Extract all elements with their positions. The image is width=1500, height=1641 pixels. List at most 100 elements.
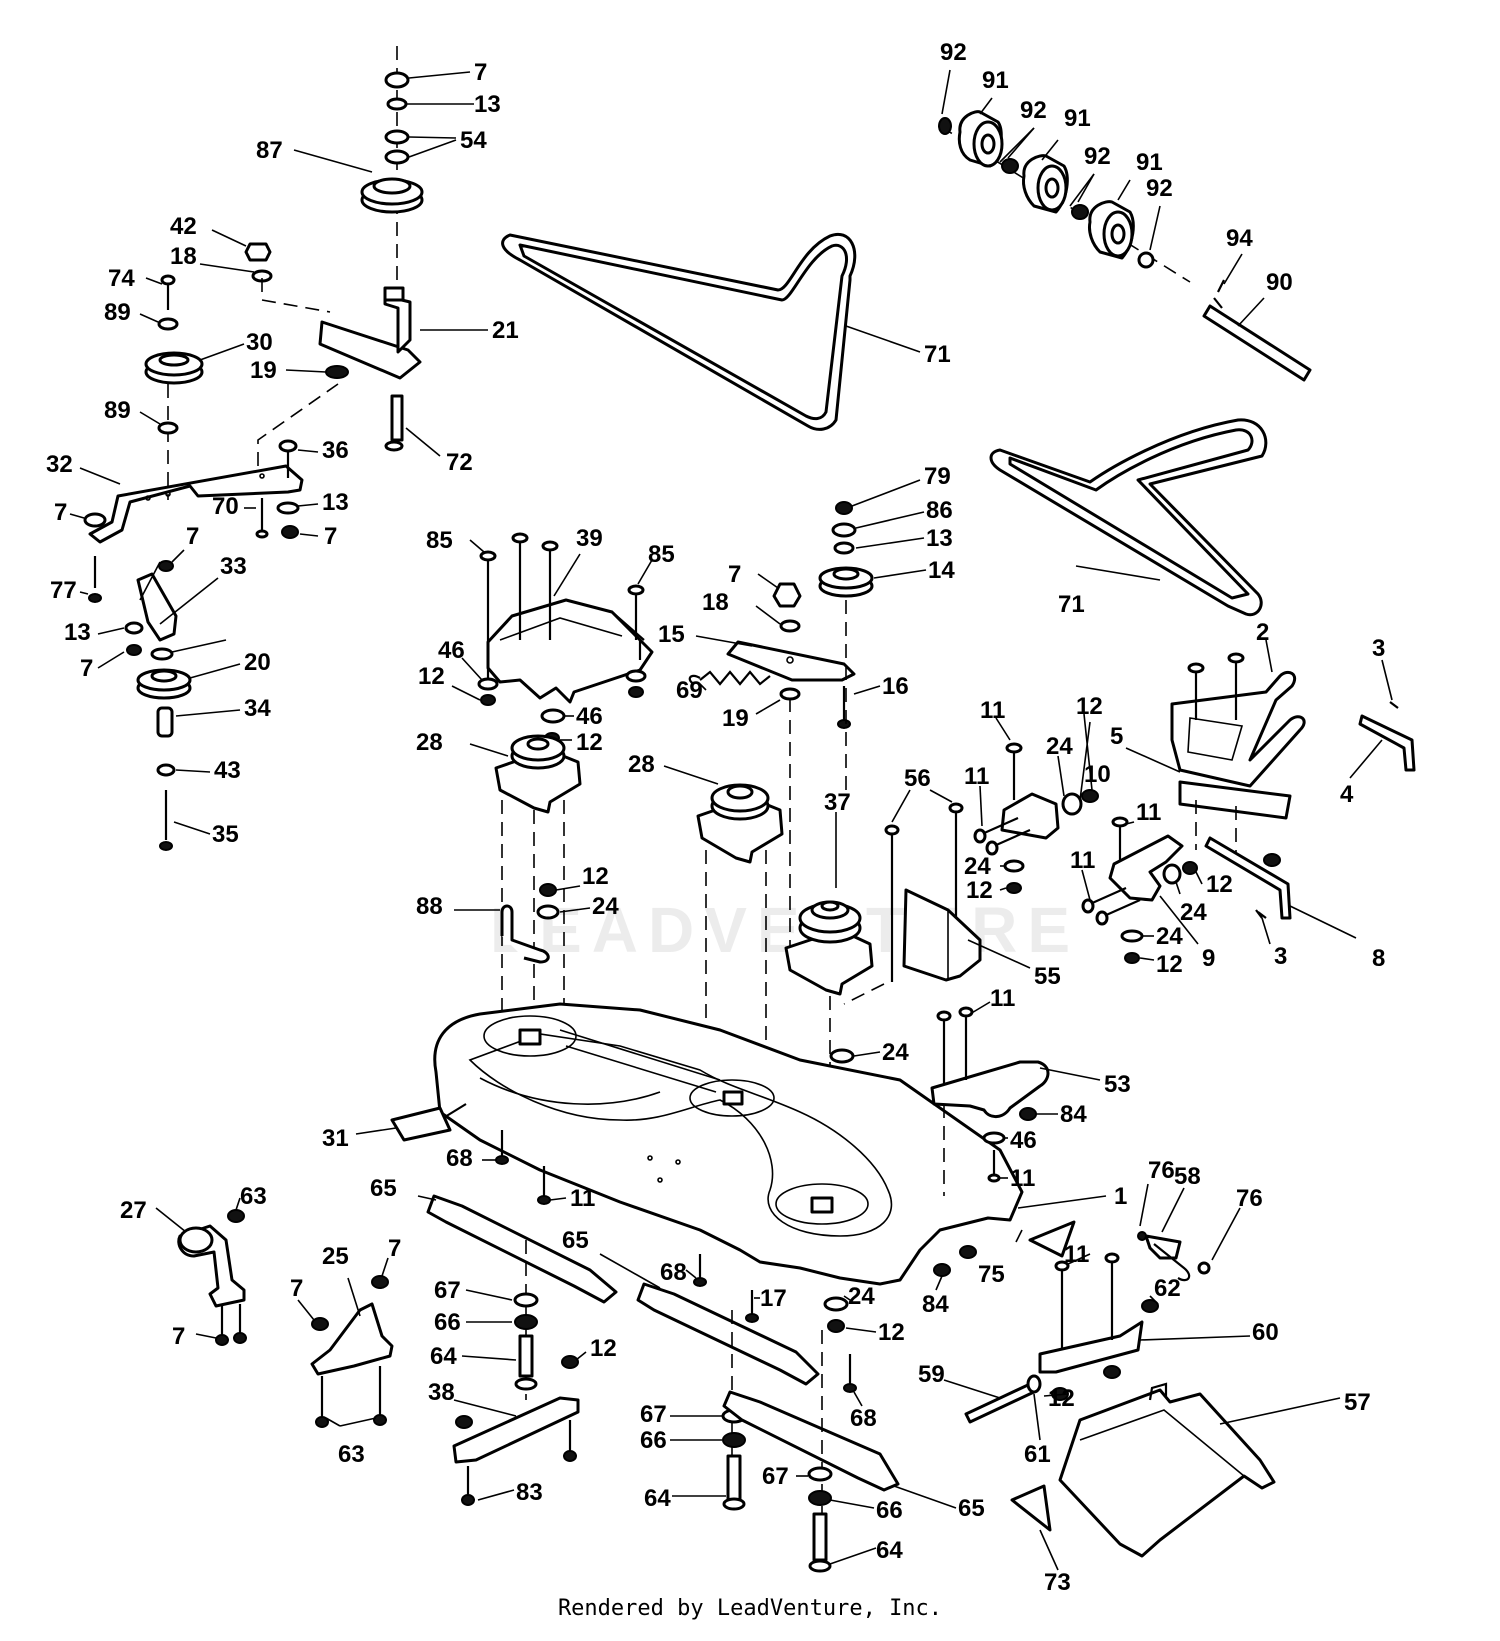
- callout-label: 91: [982, 67, 1009, 94]
- callout-label: 28: [628, 751, 655, 778]
- callout-label: 4: [1340, 781, 1354, 808]
- callout-label: 7: [172, 1323, 185, 1350]
- footer-credit: Rendered by LeadVenture, Inc.: [557, 1596, 943, 1621]
- callout-label: 86: [926, 497, 953, 524]
- callout-label: 15: [658, 621, 685, 648]
- callout-label: 92: [940, 39, 967, 66]
- callout-label: 12: [1076, 693, 1103, 720]
- callout-label: 13: [474, 91, 501, 118]
- rod-88: [500, 904, 550, 964]
- callout-label: 24: [882, 1039, 909, 1066]
- callout-label: 84: [922, 1291, 949, 1318]
- callout-label: 65: [958, 1495, 985, 1522]
- callout-label: 5: [1110, 723, 1123, 750]
- callout-label: 30: [246, 329, 273, 356]
- callout-label: 65: [562, 1227, 589, 1254]
- callout-label: 24: [964, 853, 991, 880]
- callout-label: 24: [848, 1283, 875, 1310]
- callout-label: 71: [924, 341, 951, 368]
- callout-label: 31: [322, 1125, 349, 1152]
- callout-label: 68: [446, 1145, 473, 1172]
- callout-label: 56: [904, 765, 931, 792]
- callout-label: 12: [590, 1335, 617, 1362]
- callout-label: 57: [1344, 1389, 1371, 1416]
- callout-label: 12: [582, 863, 609, 890]
- callout-label: 43: [214, 757, 241, 784]
- callout-label: 75: [978, 1261, 1005, 1288]
- spindle-28-left: [494, 734, 582, 1020]
- callout-label: 67: [640, 1401, 667, 1428]
- callout-label: 28: [416, 729, 443, 756]
- callout-label: 92: [1146, 175, 1173, 202]
- callout-label: 24: [1046, 733, 1073, 760]
- callout-label: 11: [1010, 1165, 1035, 1192]
- callout-label: 35: [212, 821, 239, 848]
- cover-39-assembly: [477, 532, 654, 744]
- callout-label: 7: [324, 523, 337, 550]
- callout-label: 66: [640, 1427, 667, 1454]
- callout-label: 18: [702, 589, 729, 616]
- callout-label: 12: [576, 729, 603, 756]
- callout-label: 7: [728, 561, 741, 588]
- callout-label: 37: [824, 789, 851, 816]
- callout-label: 66: [876, 1497, 903, 1524]
- callout-label: 64: [644, 1485, 671, 1512]
- callout-label: 24: [1180, 899, 1207, 926]
- bracket-53: [829, 1006, 1050, 1196]
- callout-label: 2: [1256, 619, 1269, 646]
- mower-deck: [390, 1002, 1076, 1286]
- callout-label: 33: [220, 553, 247, 580]
- callout-label: 10: [1084, 761, 1111, 788]
- callout-label: 63: [240, 1183, 267, 1210]
- callout-label: 92: [1020, 97, 1047, 124]
- callout-label: 11: [990, 985, 1015, 1012]
- leader-lines: [69, 69, 1393, 1571]
- callout-label: 68: [660, 1259, 687, 1286]
- callout-label: 72: [446, 449, 473, 476]
- callout-label: 1: [1114, 1183, 1127, 1210]
- callout-label: 9: [1202, 945, 1215, 972]
- callout-label: 65: [370, 1175, 397, 1202]
- blade-right: [722, 1296, 900, 1573]
- callout-label: 12: [1156, 951, 1183, 978]
- callout-label: 89: [104, 299, 131, 326]
- callout-label: 63: [338, 1441, 365, 1468]
- callout-label: 88: [416, 893, 443, 920]
- callout-label: 36: [322, 437, 349, 464]
- callout-label: 32: [46, 451, 73, 478]
- watermark: LEADVENTURE: [490, 894, 1080, 966]
- callout-label: 67: [434, 1277, 461, 1304]
- callout-label: 27: [120, 1197, 147, 1224]
- callout-label: 54: [460, 127, 487, 154]
- callout-label: 7: [80, 655, 93, 682]
- callout-label: 14: [928, 557, 955, 584]
- callout-label: 13: [322, 489, 349, 516]
- callout-label: 83: [516, 1479, 543, 1506]
- callout-label: 60: [1252, 1319, 1279, 1346]
- callout-label: 24: [592, 893, 619, 920]
- callout-label: 94: [1226, 225, 1253, 252]
- callout-label: 17: [760, 1285, 787, 1312]
- spindle-37-right: [784, 900, 874, 1200]
- callout-label: 71: [1058, 591, 1085, 618]
- callout-label: 12: [1048, 1385, 1075, 1412]
- callout-label: 91: [1136, 149, 1163, 176]
- callout-label: 7: [474, 59, 487, 86]
- callout-label: 66: [434, 1309, 461, 1336]
- callout-label: 64: [876, 1537, 903, 1564]
- callout-label: 70: [212, 493, 239, 520]
- callout-label: 24: [1156, 923, 1183, 950]
- callout-label: 91: [1064, 105, 1091, 132]
- callout-label: 7: [186, 523, 199, 550]
- callout-label: 73: [1044, 1569, 1071, 1596]
- callout-label: 3: [1372, 635, 1385, 662]
- callout-label: 12: [878, 1319, 905, 1346]
- callout-label: 74: [108, 265, 135, 292]
- callout-label: 59: [918, 1361, 945, 1388]
- roller-assembly: [938, 110, 1312, 382]
- callout-label: 8: [1372, 945, 1385, 972]
- callout-label: 18: [170, 243, 197, 270]
- callout-label: 21: [492, 317, 519, 344]
